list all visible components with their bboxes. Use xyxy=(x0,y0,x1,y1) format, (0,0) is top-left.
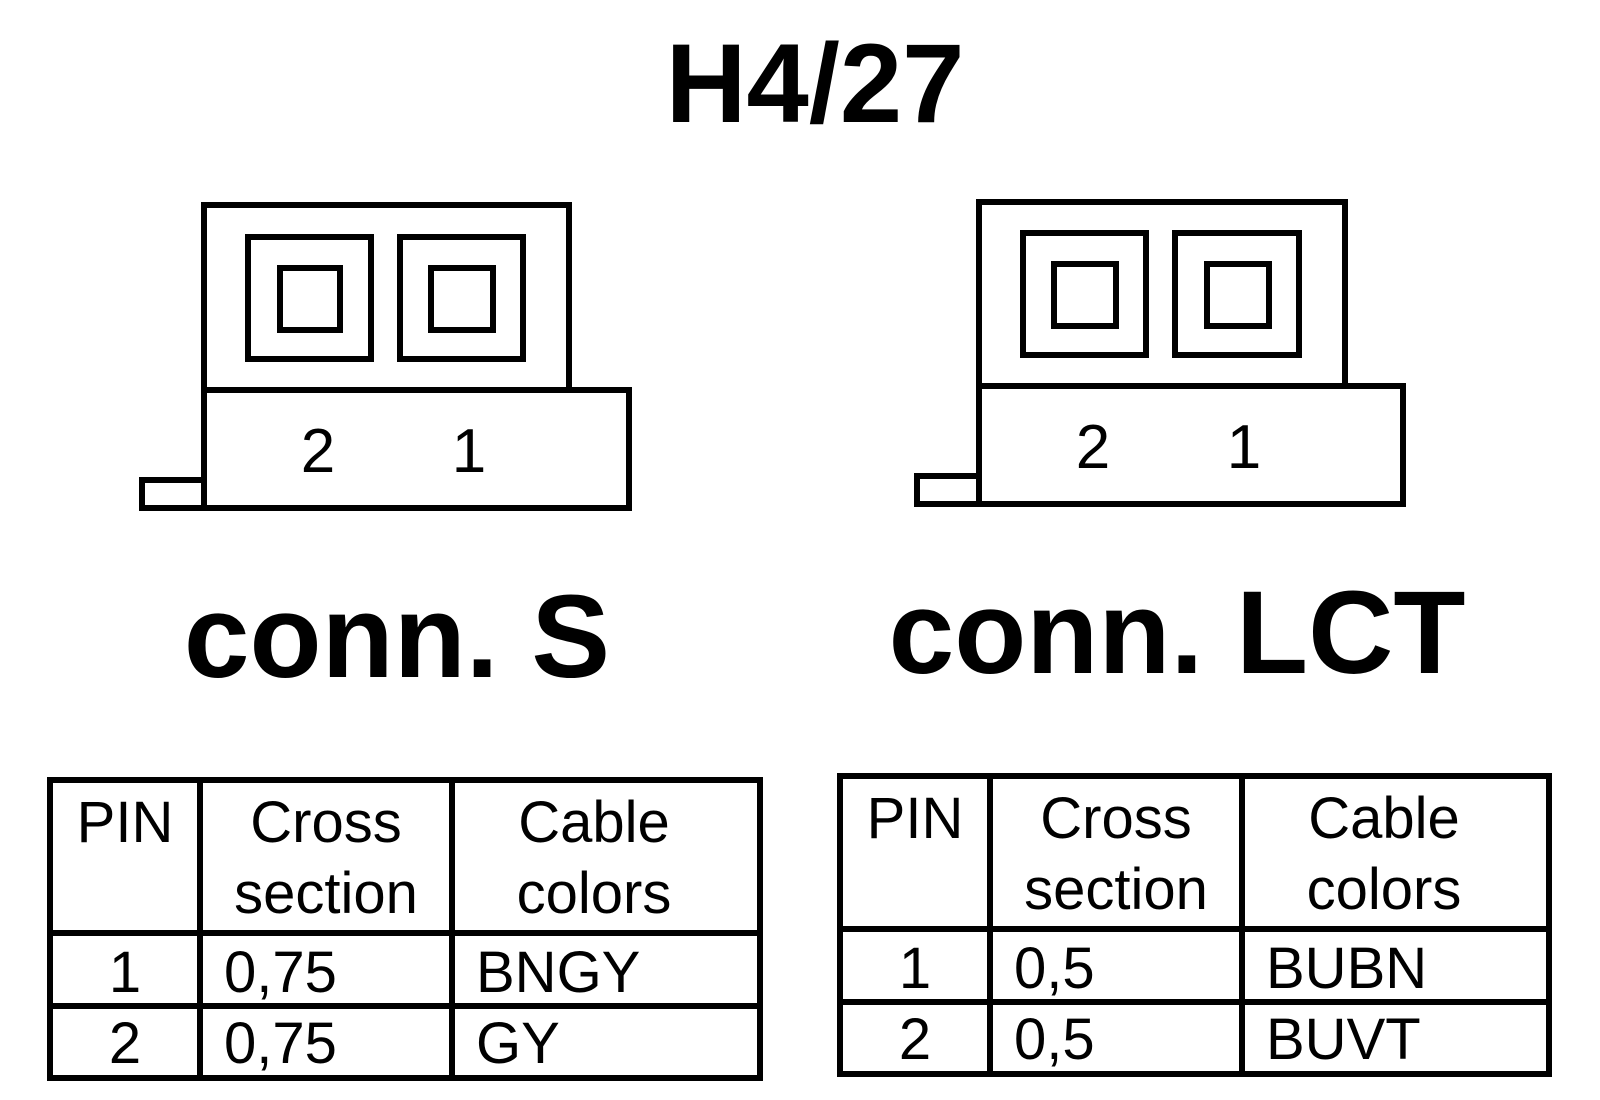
table-s-header-cross-2: section xyxy=(234,861,418,926)
table-lct-header-cross-1: Cross xyxy=(1040,786,1191,851)
connector-s-pin-label-2: 2 xyxy=(301,417,335,486)
connector-lct-terminal-1 xyxy=(1204,261,1272,329)
table-lct-frame xyxy=(837,773,1552,1077)
table-lct-row1-pin: 1 xyxy=(899,936,931,1001)
table-lct-row2-colors: BUVT xyxy=(1266,1007,1421,1072)
connector-s-label: conn. S xyxy=(184,571,610,703)
connector-lct-pin-label-2: 2 xyxy=(1076,413,1110,482)
table-s-frame xyxy=(47,777,763,1081)
connector-lct-base xyxy=(976,383,1406,507)
connector-s-base xyxy=(201,387,632,511)
table-lct-row2-cross: 0,5 xyxy=(1014,1007,1095,1072)
connector-s-latch xyxy=(139,477,207,511)
connector-s-drawing: 2 1 xyxy=(139,202,632,511)
table-lct-row2-pin: 2 xyxy=(899,1007,931,1072)
table-lct-row1-colors: BUBN xyxy=(1266,936,1427,1001)
table-lct-header-cross-2: section xyxy=(1024,857,1208,922)
table-lct-header-colors-2: colors xyxy=(1307,857,1462,922)
table-s-header-colors-1: Cable xyxy=(518,790,670,855)
connector-lct-pin-label-1: 1 xyxy=(1227,413,1261,482)
connector-lct-drawing: 2 1 xyxy=(914,199,1406,507)
table-lct-row1-cross: 0,5 xyxy=(1014,936,1095,1001)
table-s-row1-cross: 0,75 xyxy=(224,940,337,1005)
table-s-row2-colors: GY xyxy=(476,1011,560,1076)
table-s-header-colors-2: colors xyxy=(517,861,672,926)
table-lct-header-colors-1: Cable xyxy=(1308,786,1460,851)
connector-lct-table: PIN Cross section Cable colors 1 0,5 BUB… xyxy=(837,773,1552,1077)
table-s-header-pin: PIN xyxy=(77,790,174,855)
connector-lct-latch xyxy=(914,473,982,507)
connector-lct-label: conn. LCT xyxy=(889,567,1466,699)
table-lct-header-pin: PIN xyxy=(867,786,964,851)
connector-s-terminal-1 xyxy=(428,265,496,333)
diagram-title: H4/27 xyxy=(666,21,965,146)
table-s-row2-cross: 0,75 xyxy=(224,1011,337,1076)
table-s-row1-pin: 1 xyxy=(109,940,141,1005)
table-s-header-cross-1: Cross xyxy=(250,790,401,855)
table-s-row1-colors: BNGY xyxy=(476,940,640,1005)
connector-s-table: PIN Cross section Cable colors 1 0,75 BN… xyxy=(47,777,763,1081)
table-s-row2-pin: 2 xyxy=(109,1011,141,1076)
connector-s-pin-label-1: 1 xyxy=(452,417,486,486)
connector-lct-terminal-2 xyxy=(1051,261,1119,329)
connector-s-terminal-2 xyxy=(277,265,343,333)
